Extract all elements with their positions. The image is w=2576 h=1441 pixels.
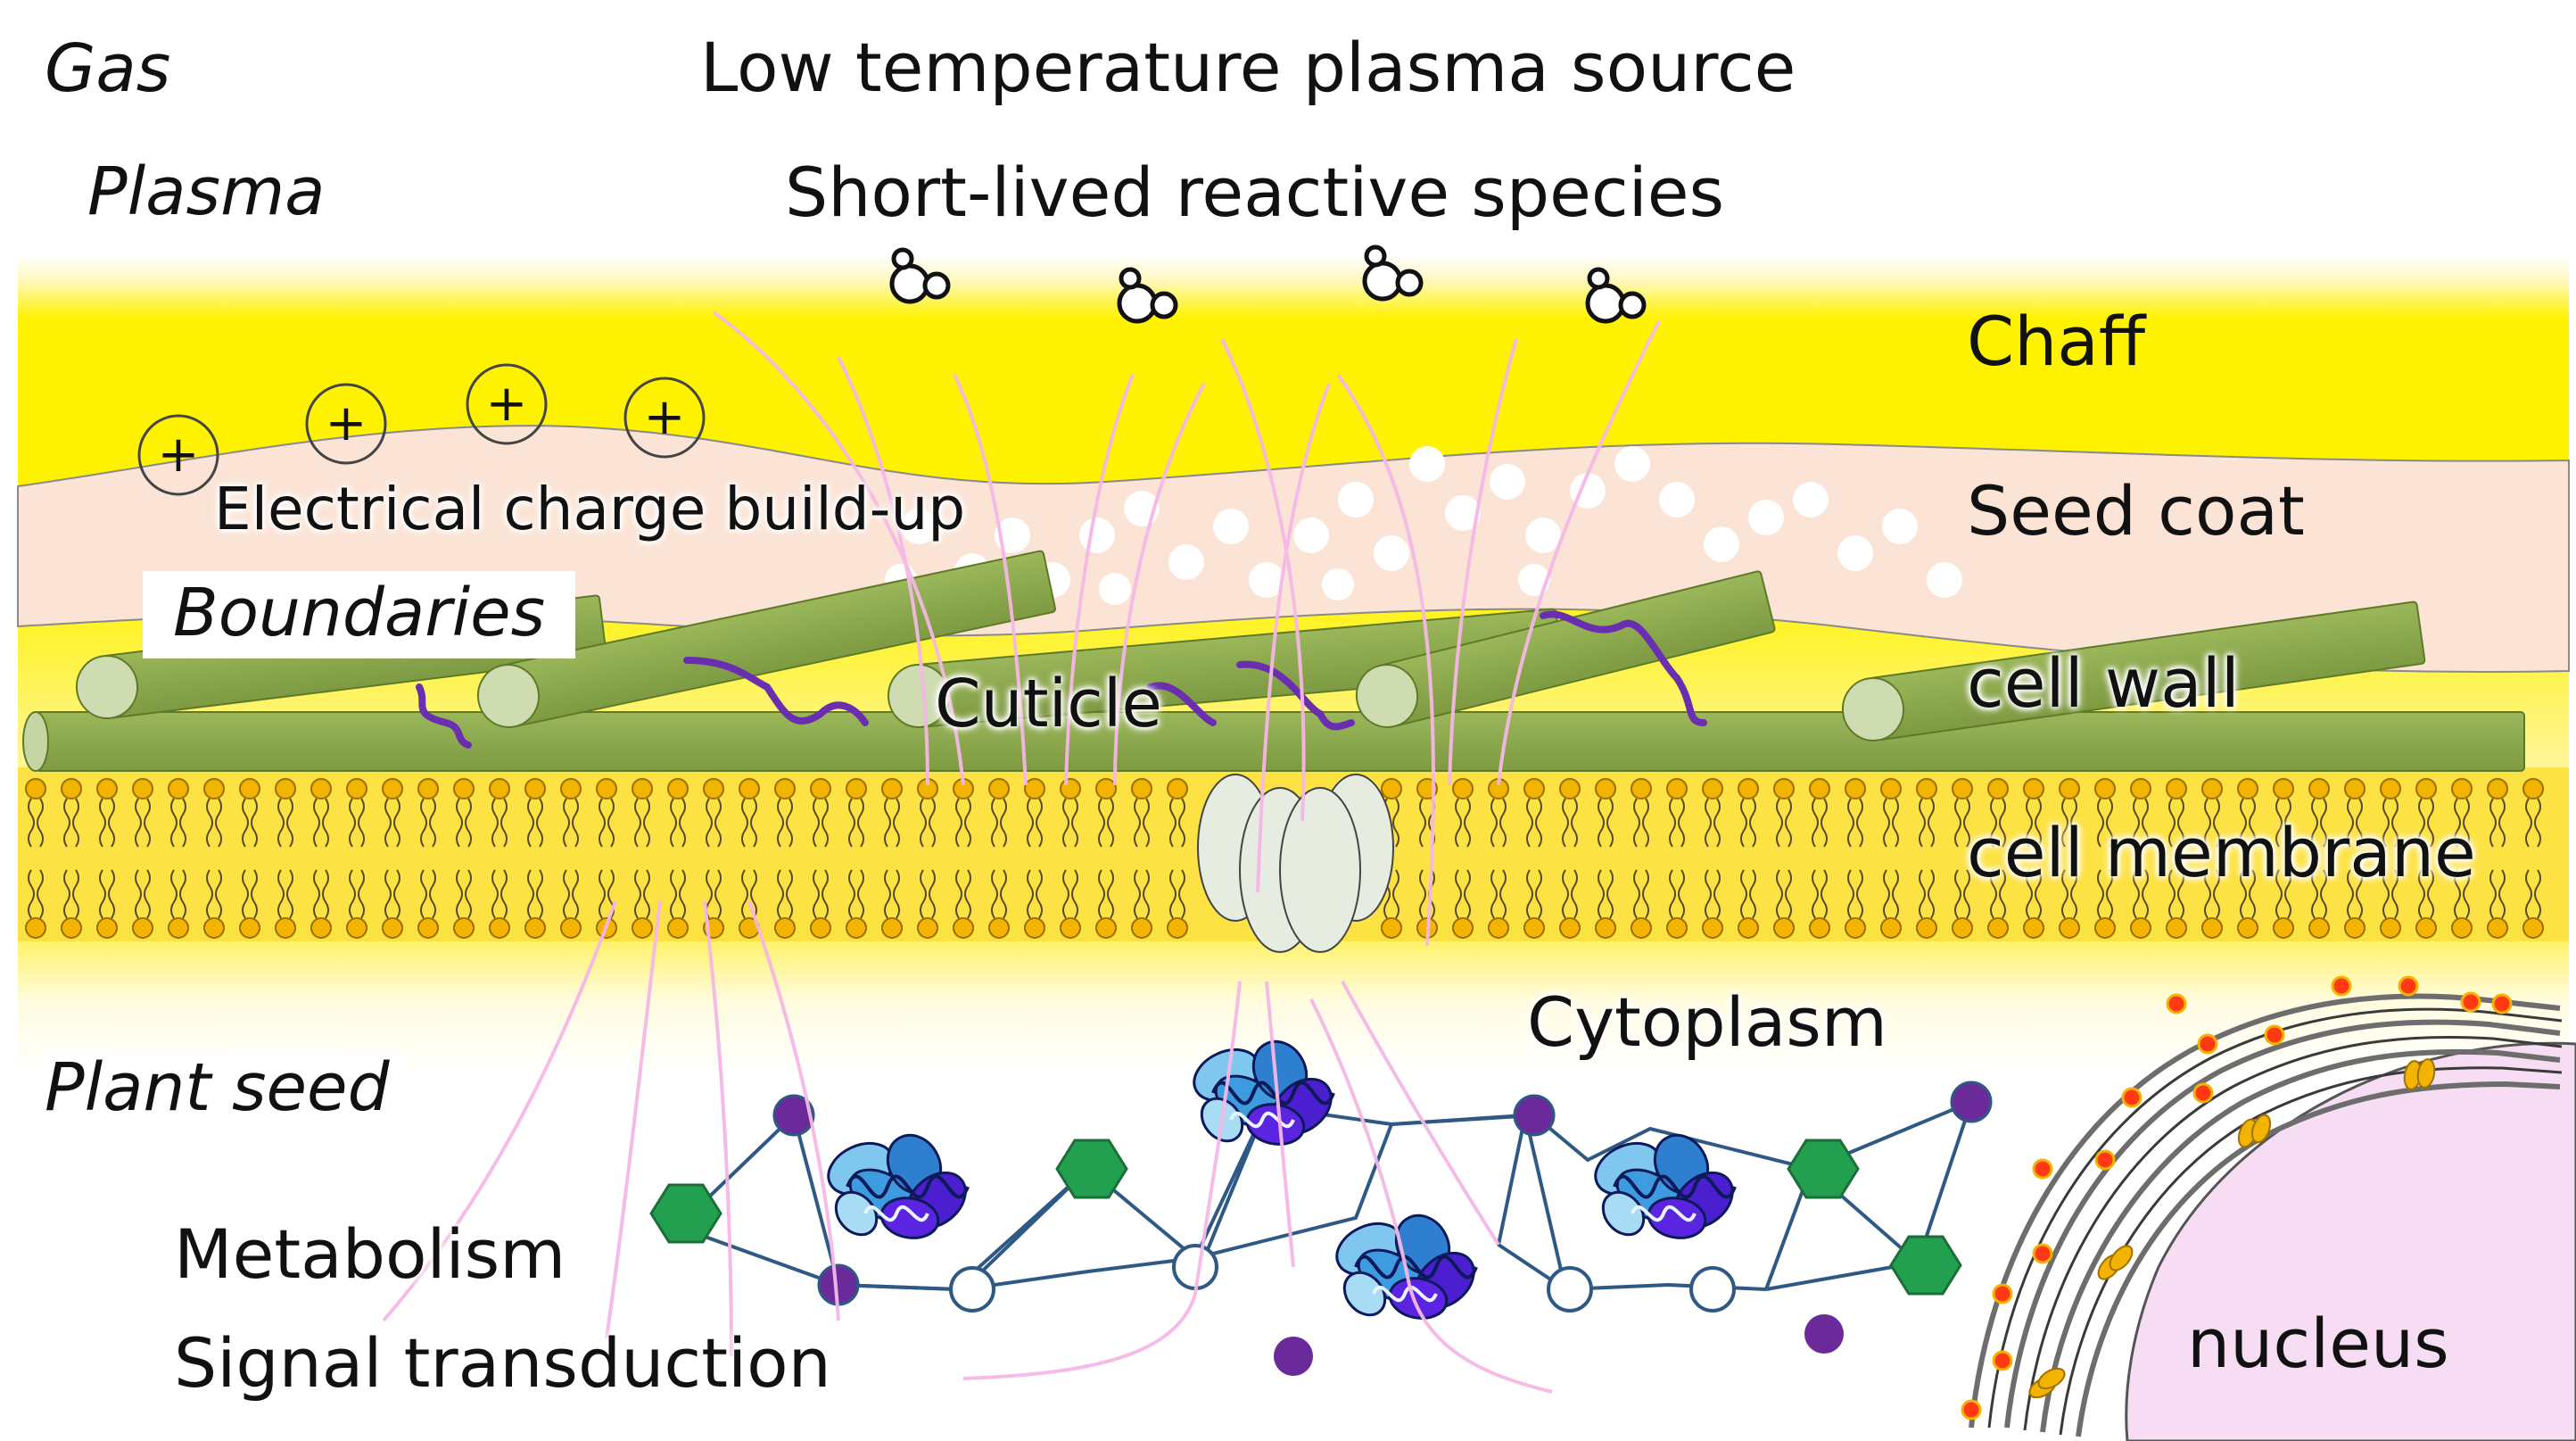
field-lines [382, 311, 1661, 1394]
cell-membrane-label: cell membrane [1967, 813, 2476, 892]
plant-seed-label: Plant seed [45, 1055, 406, 1130]
membrane-channel-icon [1197, 774, 1394, 953]
reactive-molecule-icon [889, 244, 1647, 324]
cellulose-fibers [22, 550, 2525, 772]
seed-coat-label: Seed coat [1967, 471, 2305, 551]
plus-charge-icon: + + + + [137, 363, 706, 496]
protein-icon [827, 1133, 970, 1239]
nucleus-label: nucleus [2187, 1304, 2449, 1383]
metabolism-label: Metabolism [174, 1214, 566, 1294]
nucleus-organelle [1961, 975, 2576, 1441]
plus-sign: + [486, 375, 528, 433]
charge-buildup-label: Electrical charge build-up [214, 475, 966, 543]
plus-sign: + [644, 388, 686, 446]
proteins [827, 1039, 1737, 1320]
protein-icon [1335, 1213, 1478, 1320]
network-nodes [649, 1081, 1993, 1376]
polymer-chains [416, 610, 1707, 749]
boundaries-label: Boundaries [143, 571, 576, 658]
cuticle-label: Cuticle [935, 666, 1162, 742]
protein-icon [1193, 1039, 1335, 1146]
plasma-source-label: Low temperature plasma source [700, 28, 1796, 107]
gas-label: Gas [45, 30, 171, 107]
signal-transduction-label: Signal transduction [174, 1323, 831, 1403]
cytoplasm-label: Cytoplasm [1527, 982, 1887, 1062]
plasma-label: Plasma [87, 153, 326, 230]
chaff-label: Chaff [1967, 302, 2146, 381]
lipid-bilayer [25, 778, 2544, 939]
plus-sign: + [158, 426, 200, 484]
cell-wall-label: cell wall [1967, 643, 2240, 723]
protein-icon [1594, 1133, 1737, 1239]
plus-sign: + [326, 394, 367, 452]
reactive-species-label: Short-lived reactive species [785, 153, 1725, 232]
